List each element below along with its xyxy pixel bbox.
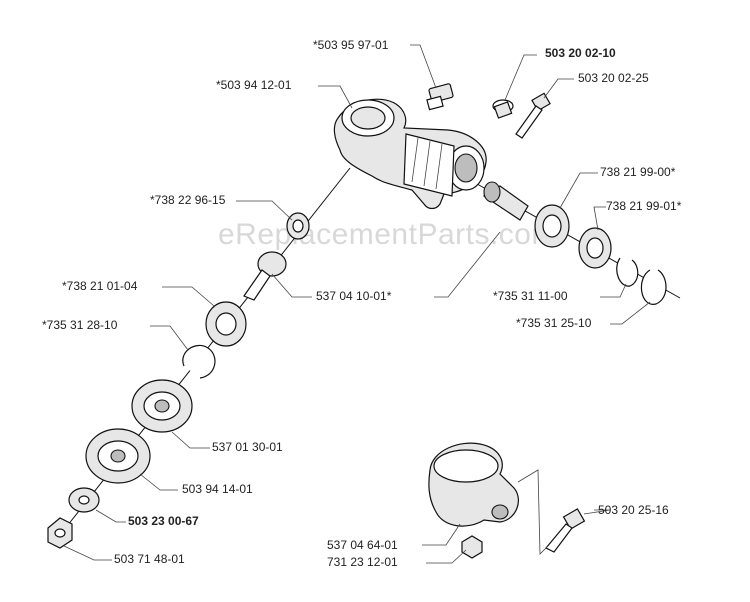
callout-5[interactable]: 738 21 99-00* <box>600 165 676 179</box>
clamp-nut[interactable] <box>461 535 483 559</box>
callout-1[interactable]: *503 95 97-01 <box>313 38 389 52</box>
leader-lines <box>63 44 651 564</box>
callout-6[interactable]: *738 22 96-15 <box>150 193 226 207</box>
callout-16[interactable]: 503 20 25-16 <box>598 503 669 517</box>
screw-top[interactable] <box>426 83 454 111</box>
screw-short[interactable] <box>492 99 514 119</box>
bearing-right-2[interactable] <box>578 227 612 269</box>
callout-19[interactable]: 503 71 48-01 <box>114 552 185 566</box>
callout-9[interactable]: 537 04 10-01* <box>316 289 392 303</box>
clamp[interactable] <box>428 442 519 527</box>
watermark: eReplacementParts.com <box>218 218 557 251</box>
callout-18[interactable]: 731 23 12-01 <box>327 555 398 569</box>
clamp-connector <box>517 469 549 555</box>
callout-12[interactable]: *735 31 25-10 <box>516 316 592 330</box>
callout-10[interactable]: *735 31 11-00 <box>493 289 568 303</box>
washer[interactable] <box>68 487 100 513</box>
pinion-shaft[interactable] <box>482 181 529 221</box>
nut[interactable] <box>47 517 73 549</box>
callout-7[interactable]: 738 21 99-01* <box>606 199 682 213</box>
circlip-left[interactable] <box>182 344 216 379</box>
callout-11[interactable]: *735 31 28-10 <box>42 318 118 332</box>
callout-15[interactable]: 503 23 00-67 <box>128 514 199 528</box>
callout-2[interactable]: 503 20 02-10 <box>545 46 616 60</box>
support-flange[interactable] <box>131 379 193 433</box>
cup-washer[interactable] <box>85 428 151 484</box>
callout-3[interactable]: *503 94 12-01 <box>216 78 292 92</box>
screw-long[interactable] <box>515 92 551 139</box>
gear-housing[interactable] <box>333 98 487 210</box>
callout-4[interactable]: 503 20 02-25 <box>578 71 649 85</box>
bearing-right-1[interactable] <box>534 204 570 248</box>
clamp-bolt[interactable] <box>545 508 586 553</box>
callout-17[interactable]: 537 04 64-01 <box>327 538 398 552</box>
output-shaft[interactable] <box>243 251 287 301</box>
circlip-small[interactable] <box>616 257 639 287</box>
small-bearing[interactable] <box>286 212 310 240</box>
callout-14[interactable]: 503 94 14-01 <box>182 482 253 496</box>
circlip-large[interactable] <box>640 269 667 305</box>
bearing-left[interactable] <box>205 301 247 347</box>
callout-13[interactable]: 537 01 30-01 <box>212 440 283 454</box>
part-labels: *503 95 97-01 503 20 02-10 *503 94 12-01… <box>42 38 682 569</box>
callout-8[interactable]: *738 21 01-04 <box>62 279 138 293</box>
